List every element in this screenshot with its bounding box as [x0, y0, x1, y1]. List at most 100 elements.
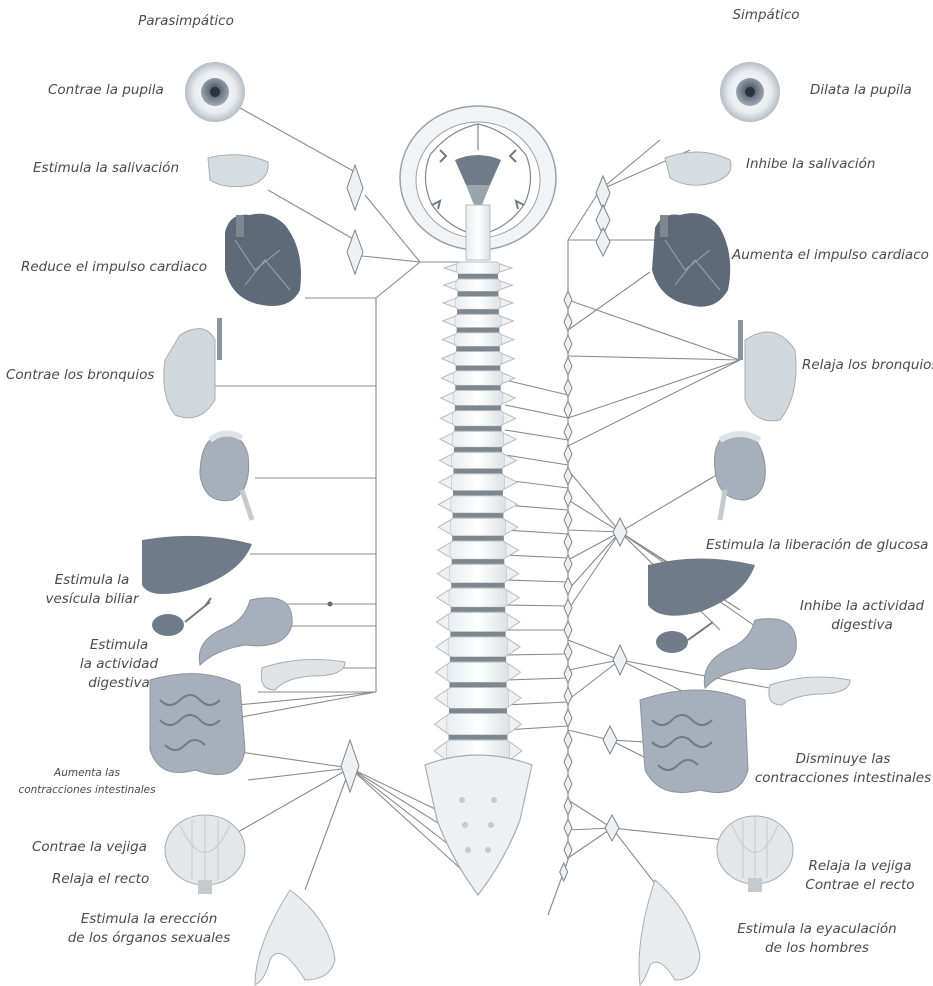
chain-ganglion: [564, 775, 572, 793]
label-relaja-recto: Relaja el recto: [52, 870, 149, 889]
label-estimula-ereccion: Estimula la erección de los órganos sexu…: [64, 910, 234, 948]
intervertebral-disc: [452, 559, 505, 564]
vertebra: [437, 588, 519, 607]
intervertebral-disc: [456, 347, 500, 352]
ganglion: [613, 518, 627, 546]
liver-icon-left: [142, 536, 252, 594]
lung-icon-left: [164, 318, 222, 418]
vertebra: [435, 662, 520, 683]
eye-icon-left: [185, 62, 245, 122]
chain-ganglion: [564, 819, 572, 837]
chain-ganglion: [564, 423, 572, 441]
label-liberacion-glucosa: Estimula la liberación de glucosa: [706, 536, 928, 555]
intervertebral-disc: [452, 536, 504, 541]
bladder-icon-right: [717, 815, 793, 892]
kidney-icon-right: [714, 433, 765, 520]
chain-ganglion: [564, 445, 572, 463]
chain-ganglion: [564, 401, 572, 419]
label-estimula-salivacion: Estimula la salivación: [33, 159, 179, 178]
ganglion: [605, 815, 619, 841]
vertebra: [438, 541, 519, 559]
liver-icon-right: [648, 559, 755, 616]
intervertebral-disc: [455, 406, 501, 411]
intervertebral-disc: [449, 709, 507, 714]
ganglion: [613, 645, 627, 675]
ganglion: [603, 726, 617, 754]
intervertebral-disc: [454, 447, 502, 452]
intervertebral-disc: [454, 426, 501, 431]
genitals-icon-left: [255, 890, 335, 985]
intervertebral-disc: [450, 632, 505, 637]
pancreas-icon-left: [261, 660, 345, 690]
chain-ganglion: [564, 665, 572, 683]
label-estimula-eyaculacion: Estimula la eyaculación de los hombres: [732, 920, 902, 958]
salivary-gland-icon-left: [208, 155, 268, 187]
vertebra: [436, 637, 520, 657]
label-inhibe-actividad-digestiva: Inhibe la actividad digestiva: [782, 597, 933, 635]
chain-ganglion: [564, 753, 572, 771]
vertebra: [439, 496, 518, 513]
genitals-icon-right: [639, 880, 700, 985]
vertebra: [441, 371, 514, 386]
intervertebral-disc: [449, 683, 506, 688]
label-contrae-vejiga: Contrae la vejiga: [32, 838, 147, 857]
vertebra: [435, 688, 521, 709]
chain-ganglion: [564, 731, 572, 749]
eye-icon-right: [720, 62, 780, 122]
sympathetic-header: Simpático: [726, 6, 806, 25]
bladder-icon-left: [165, 815, 245, 894]
vertebra: [442, 333, 514, 347]
intervertebral-disc: [454, 469, 503, 474]
heart-icon-right: [652, 213, 730, 307]
chain-ganglion: [564, 577, 572, 595]
label-contrae-pupila: Contrae la pupila: [48, 81, 164, 100]
vertebra: [443, 296, 513, 309]
chain-ganglion: [564, 599, 572, 617]
parasympathetic-header: Parasimpático: [126, 12, 246, 31]
intervertebral-disc: [449, 735, 508, 740]
intervertebral-disc: [458, 291, 499, 296]
chain-ganglion: [564, 489, 572, 507]
label-estimula-vesicula-biliar: Estimula la vesícula biliar: [36, 571, 148, 609]
intervertebral-disc: [457, 309, 499, 314]
lung-icon-right: [738, 320, 796, 421]
vertebra: [444, 279, 513, 291]
vertebra: [438, 518, 518, 536]
vertebra: [439, 474, 517, 491]
intervertebral-disc: [458, 274, 498, 279]
kidney-icon-left: [200, 433, 252, 520]
chain-ganglion: [564, 621, 572, 639]
vertebra: [435, 714, 522, 735]
intestines-icon-right: [640, 690, 748, 793]
label-relaja-bronquios: Relaja los bronquios: [802, 356, 933, 375]
vertebra: [444, 262, 512, 274]
label-estimula-actividad-digestiva: Estimula la actividad digestiva: [56, 636, 182, 693]
vertebra: [440, 411, 515, 427]
label-contrae-bronquios: Contrae los bronquios: [6, 366, 154, 385]
vertebra: [440, 431, 516, 447]
chain-ganglion: [564, 643, 572, 661]
ganglion: [347, 165, 363, 210]
label-aumenta-impulso-cardiaco: Aumenta el impulso cardiaco: [732, 246, 929, 265]
spinal-column: [434, 262, 523, 794]
ganglion: [596, 228, 610, 256]
gallbladder-stomach-icon-right: [656, 619, 796, 688]
chain-ganglion: [564, 357, 572, 375]
label-relaja-vejiga-contrae-recto: Relaja la vejiga Contrae el recto: [795, 857, 925, 895]
vertebra: [440, 452, 517, 469]
vertebra: [437, 564, 519, 583]
chain-ganglion: [564, 533, 572, 551]
chain-ganglion: [564, 335, 572, 353]
label-aumenta-contracciones: Aumenta las contracciones intestinales: [12, 765, 162, 799]
heart-icon-left: [225, 214, 301, 306]
intervertebral-disc: [453, 491, 503, 496]
intervertebral-disc: [451, 583, 505, 588]
brain: [400, 106, 556, 260]
chain-ganglion: [564, 291, 572, 309]
intervertebral-disc: [453, 513, 504, 518]
chain-ganglion: [564, 511, 572, 529]
chain-ganglion: [564, 797, 572, 815]
sacrum: [425, 755, 532, 895]
vertebra: [442, 352, 515, 366]
chain-ganglion: [564, 467, 572, 485]
